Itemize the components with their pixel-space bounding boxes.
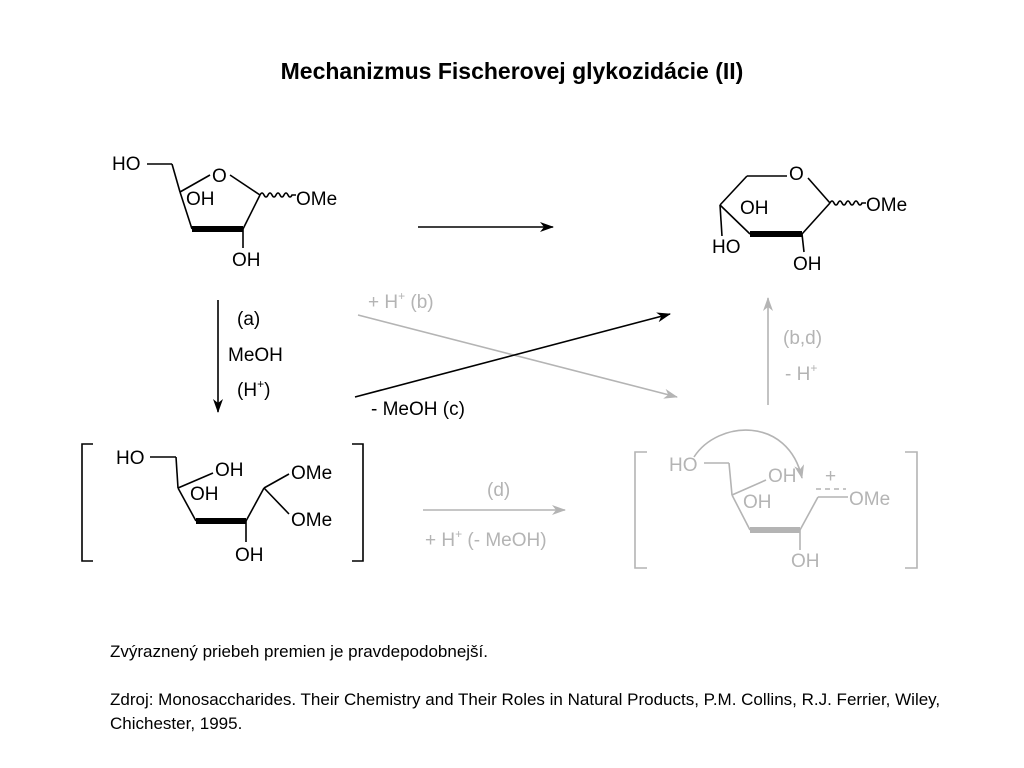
oxocarbenium-brackets	[634, 451, 918, 569]
slide-title: Mechanizmus Fischerovej glykozidácie (II…	[280, 58, 744, 84]
oxocarbenium-ho-label: HO	[669, 455, 698, 476]
oxocarbenium-ome-label: OMe	[849, 489, 890, 510]
oxocarbenium-oh-top-label: OH	[768, 466, 797, 487]
acetal-ome-bottom-label: OMe	[291, 510, 332, 531]
arrow-step-b-faded	[357, 314, 678, 399]
step-a-reagent: MeOH	[228, 345, 283, 366]
oxocarbenium-structure	[704, 462, 848, 550]
oxocarbenium-plus-charge: +	[825, 466, 836, 487]
curved-arrow-ring-closure	[693, 429, 804, 479]
step-a-catalyst: (H+)	[237, 377, 270, 401]
pyranoside-structure	[719, 175, 866, 253]
pyranoside-oh-bottom-label: OH	[793, 254, 822, 275]
step-bd-label: (b,d)	[783, 328, 822, 349]
step-c-label: - MeOH (c)	[371, 399, 465, 420]
acetal-oh-top-label: OH	[215, 460, 244, 481]
furanoside-ho-label: HO	[112, 154, 141, 175]
acetal-brackets	[81, 443, 364, 562]
oxocarbenium-oh-bottom-label: OH	[791, 551, 820, 572]
furanoside-ring-oxygen: O	[212, 166, 227, 187]
acetal-oh-bottom-label: OH	[235, 545, 264, 566]
furanoside-structure	[147, 163, 296, 248]
acetal-ho-label: HO	[116, 448, 145, 469]
step-d-label: (d)	[487, 480, 510, 501]
acetal-structure	[150, 456, 290, 542]
pyranoside-ome-label: OMe	[866, 195, 907, 216]
step-d-condition-label: + H+ (- MeOH)	[425, 527, 547, 551]
step-a-label: (a)	[237, 309, 260, 330]
acetal-ome-top-label: OMe	[291, 463, 332, 484]
pyranoside-oh-inner-label: OH	[740, 198, 769, 219]
furanoside-ome-label: OMe	[296, 189, 337, 210]
furanoside-oh-ring-label: OH	[186, 189, 215, 210]
arrow-step-c	[354, 312, 671, 398]
pyranoside-ho-left-label: HO	[712, 237, 741, 258]
acetal-oh-mid-label: OH	[190, 484, 219, 505]
furanoside-oh-bottom-label: OH	[232, 250, 261, 271]
step-b-label: + H+ (b)	[368, 289, 434, 313]
highlight-note: Zvýraznený priebeh premien je pravdepodo…	[110, 642, 489, 661]
step-bd-proton-label: - H+	[785, 361, 817, 385]
oxocarbenium-oh-mid-label: OH	[743, 492, 772, 513]
source-note: Zdroj: Monosaccharides. Their Chemistry …	[110, 690, 941, 733]
pyranoside-ring-oxygen: O	[789, 164, 804, 185]
